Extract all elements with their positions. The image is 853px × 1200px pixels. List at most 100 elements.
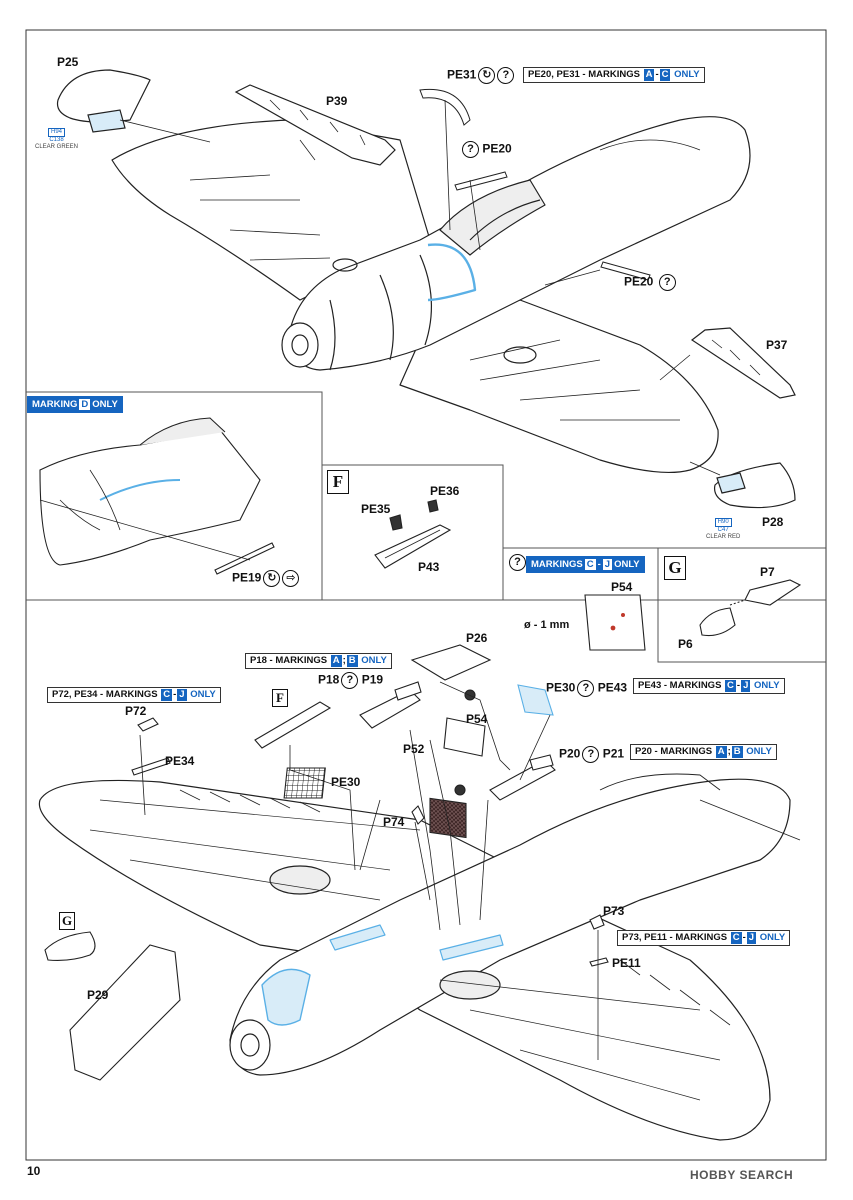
part-p73 [589,914,605,930]
part-p54-small [443,717,486,757]
bottom-aircraft [38,773,801,1141]
step-g-marker: G [664,556,686,580]
label-p39: P39 [326,94,348,108]
part-p21 [529,754,554,771]
bend-icon: ↻ [263,570,281,587]
label-p29: P29 [87,988,109,1002]
part-p19 [394,681,422,701]
help-icon: ? [341,672,359,689]
part-pe20-a [454,171,508,191]
part-p74 [411,805,425,825]
inset-cj-drawing [584,594,646,651]
watermark: HOBBY SEARCH [690,1168,794,1182]
label-p25: P25 [57,55,79,69]
rotate-icon: ⇨ [282,570,300,587]
label-p20-p21: P20? P21 [559,746,624,763]
part-p29 [69,944,181,1081]
paint-callout-p25: H94 C138 CLEAR GREEN [35,128,79,150]
label-pe30-bottom: PE30 [331,775,361,789]
label-p6: P6 [678,637,693,651]
label-p54-bottom: P54 [466,712,488,726]
part-pe20-b [600,261,651,281]
part-g-piece [44,931,96,961]
help-icon: ? [509,554,526,572]
label-p43: P43 [418,560,440,574]
label-pe11: PE11 [612,956,641,970]
label-pe30-pe43: PE30? PE43 [546,680,627,697]
top-aircraft [111,116,751,474]
help-icon: ? [462,141,479,158]
page-frame [25,29,827,1161]
part-pe36 [427,499,439,513]
bottom-parts [44,644,609,1081]
inset-g-drawing [699,579,802,637]
part-p37 [690,327,796,399]
drill-note: ø - 1 mm [524,619,570,631]
label-p54-inset: P54 [611,580,633,594]
label-pe35: PE35 [361,502,391,516]
inset-cj-header: ? [507,554,526,572]
part-pe30-grid [283,767,326,799]
part-p6 [699,607,736,637]
part-pe34 [131,757,171,776]
p18-markings-note: P18 - MARKINGS A;B ONLY [245,653,392,669]
paint-callout-p28: H90 C47 CLEAR RED [706,518,741,540]
label-pe19: PE19↻⇨ [232,570,300,587]
label-p74: P74 [383,815,405,829]
label-p7: P7 [760,565,775,579]
label-p18-p19: P18? P19 [318,672,383,689]
top-left-wing [111,119,431,301]
label-p37: P37 [766,338,788,352]
label-p26: P26 [466,631,488,645]
label-pe36: PE36 [430,484,460,498]
part-pe30-clear [517,684,554,716]
part-p25 [56,69,151,133]
label-pe31: PE31↻? [447,67,515,84]
step-f-marker: F [327,470,349,494]
pe43-markings-note: PE43 - MARKINGS C-J ONLY [633,678,785,694]
help-icon: ? [577,680,595,697]
p72-markings-note: P72, PE34 - MARKINGS C-J ONLY [47,687,221,703]
help-icon: ? [658,274,676,291]
part-p54-panel [584,594,646,651]
label-p28: P28 [762,515,784,529]
label-p52: P52 [403,742,425,756]
part-p18 [359,689,421,729]
top-leader-lines [119,99,721,476]
part-f-piece [254,701,332,749]
inset-f-drawing [374,499,452,569]
p73-markings-note: P73, PE11 - MARKINGS C-J ONLY [617,930,791,946]
part-p26 [410,644,492,681]
part-pe35 [389,514,403,531]
step-g-ref: G [59,912,75,930]
part-p43 [374,524,452,569]
top-fuselage [289,116,751,371]
pe31-markings-note: PE20, PE31 - MARKINGS A-C ONLY [523,67,705,83]
bottom-leader-lines [139,681,599,1060]
part-p28 [713,462,796,509]
label-pe34: PE34 [165,754,195,768]
part-p52-mesh [429,797,467,839]
help-icon: ? [497,67,515,84]
part-p39 [234,84,396,166]
part-p7 [744,579,802,606]
page-number: 10 [27,1164,41,1178]
label-pe20-a: ? PE20 [460,141,512,158]
p20-markings-note: P20 - MARKINGS A;B ONLY [630,744,777,760]
bottom-fuselage [229,778,791,1076]
part-pe11 [589,957,609,967]
top-cockpit [439,179,546,256]
part-p72 [137,717,159,732]
section-separators [26,391,826,663]
part-p20 [489,759,556,801]
inset-d-drawing [39,417,275,575]
step-f-ref: F [272,689,288,707]
bend-icon: ↻ [478,67,496,84]
part-pe31 [419,88,471,126]
label-p72: P72 [125,704,147,718]
label-p73: P73 [603,904,625,918]
help-icon: ? [582,746,600,763]
